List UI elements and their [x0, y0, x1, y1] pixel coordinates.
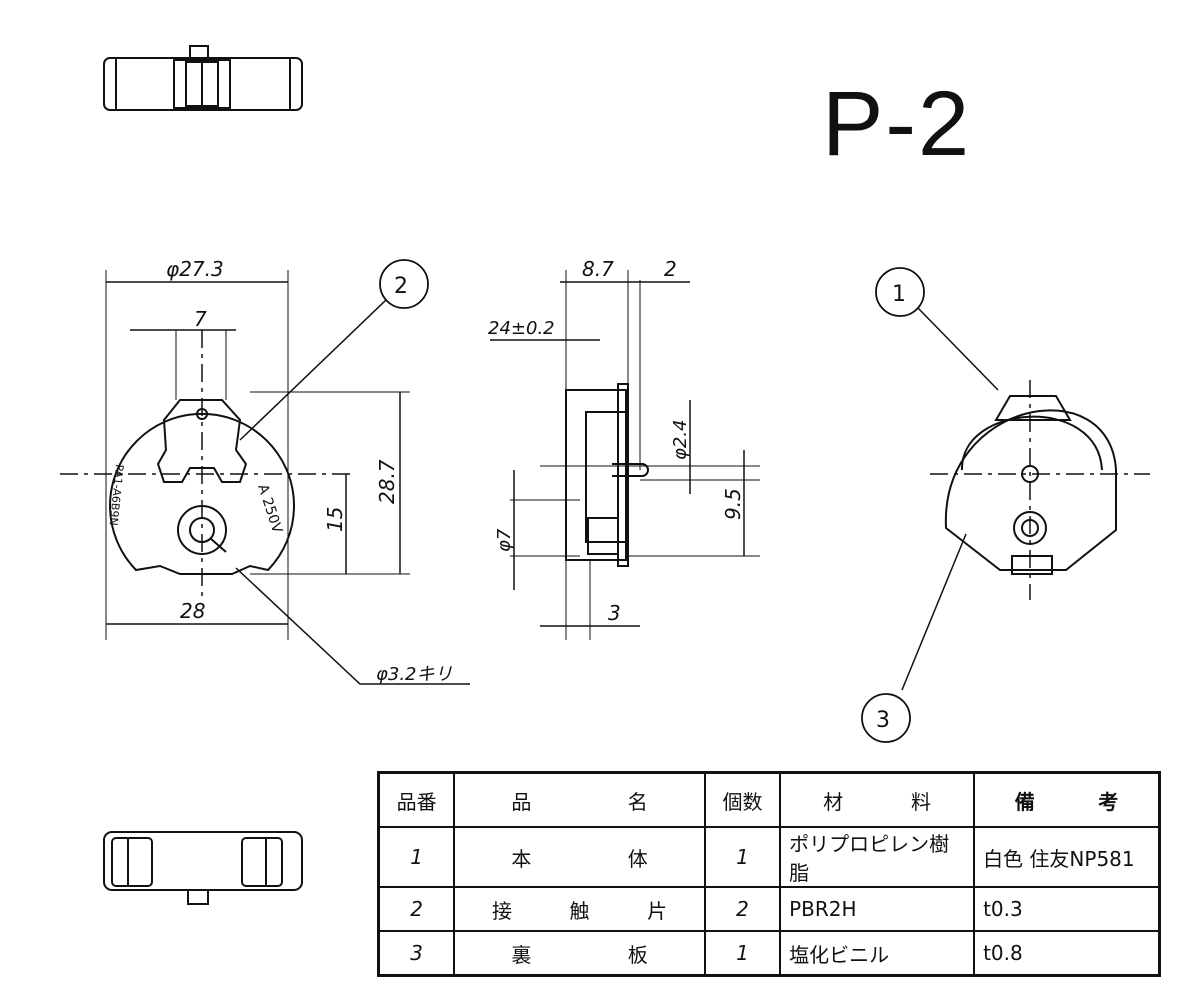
table-row: 2 接 触 片 2 PBR2H t0.3 — [377, 886, 1161, 932]
dim-offset: 15 — [323, 507, 347, 532]
page-title: P-2 — [822, 73, 972, 175]
header-name-b: 名 — [627, 789, 648, 814]
dim-pin-dia: φ2.4 — [670, 420, 691, 461]
marking-code: PA1-A6B9N — [107, 464, 126, 527]
row-no: 2 — [377, 886, 456, 932]
row-name: 接 触 片 — [453, 886, 706, 932]
dim-top-width: 7 — [194, 307, 207, 331]
dim-depth: 8.7 — [582, 257, 614, 281]
row-name-c: 片 — [647, 898, 668, 923]
dim-height: 28.7 — [375, 459, 399, 504]
front-view — [60, 270, 470, 685]
row-no: 1 — [377, 826, 456, 888]
dim-diameter: φ27.3 — [166, 257, 224, 281]
header-no: 品番 — [377, 771, 456, 828]
balloon-label-1: 1 — [892, 282, 906, 307]
header-qty: 個数 — [703, 771, 782, 828]
row-name-b: 板 — [627, 942, 648, 967]
row-name-a: 本 — [511, 846, 532, 871]
row-qty: 2 — [703, 886, 782, 932]
row-name-b: 体 — [627, 846, 648, 871]
balloon-1 — [875, 267, 925, 317]
header-name-a: 品 — [511, 789, 532, 814]
dim-bottom-width: 28 — [180, 599, 205, 623]
dim-hole: φ3.2キリ — [376, 664, 453, 685]
marking-rating: A 250V — [254, 482, 285, 535]
dim-bottom: 3 — [608, 601, 621, 625]
row-note: t0.8 — [973, 930, 1161, 977]
side-view — [490, 270, 760, 640]
header-material-a: 材 — [823, 789, 844, 814]
top-view — [103, 45, 303, 111]
dim-top-right: 2 — [664, 257, 677, 281]
back-view — [901, 307, 1150, 691]
parts-table: 品番 品 名 個数 材 料 備 考 1 本 体 — [377, 771, 1161, 977]
row-qty: 1 — [703, 826, 782, 888]
balloon-3 — [861, 693, 911, 743]
row-name: 本 体 — [453, 826, 706, 888]
balloon-label-3: 3 — [876, 708, 890, 733]
balloon-label-2: 2 — [394, 274, 408, 299]
row-note: 白色 住友NP581 — [973, 826, 1161, 888]
dim-pin-height: 9.5 — [721, 488, 745, 520]
balloon-2 — [379, 259, 429, 309]
row-note: t0.3 — [973, 886, 1161, 932]
row-material: ポリプロピレン樹脂 — [779, 826, 976, 888]
row-material: 塩化ビニル — [779, 930, 976, 977]
table-row: 1 本 体 1 ポリプロピレン樹脂 白色 住友NP581 — [377, 826, 1161, 888]
table-row: 3 裏 板 1 塩化ビニル t0.8 — [377, 930, 1161, 977]
row-material: PBR2H — [779, 886, 976, 932]
header-note: 備 考 — [973, 771, 1161, 828]
header-material-b: 料 — [911, 789, 932, 814]
bottom-view — [103, 831, 303, 905]
row-name-a: 裏 — [511, 942, 532, 967]
row-name-b: 触 — [569, 898, 590, 923]
header-note-b: 考 — [1098, 789, 1119, 814]
dim-thickness: 24±0.2 — [488, 318, 555, 339]
row-name-a: 接 — [491, 898, 512, 923]
header-note-a: 備 — [1014, 789, 1035, 814]
dim-boss-dia: φ7 — [494, 528, 515, 552]
header-material: 材 料 — [779, 771, 976, 828]
row-qty: 1 — [703, 930, 782, 977]
row-no: 3 — [377, 930, 456, 977]
table-header-row: 品番 品 名 個数 材 料 備 考 — [377, 771, 1161, 828]
header-name: 品 名 — [453, 771, 706, 828]
row-name: 裏 板 — [453, 930, 706, 977]
